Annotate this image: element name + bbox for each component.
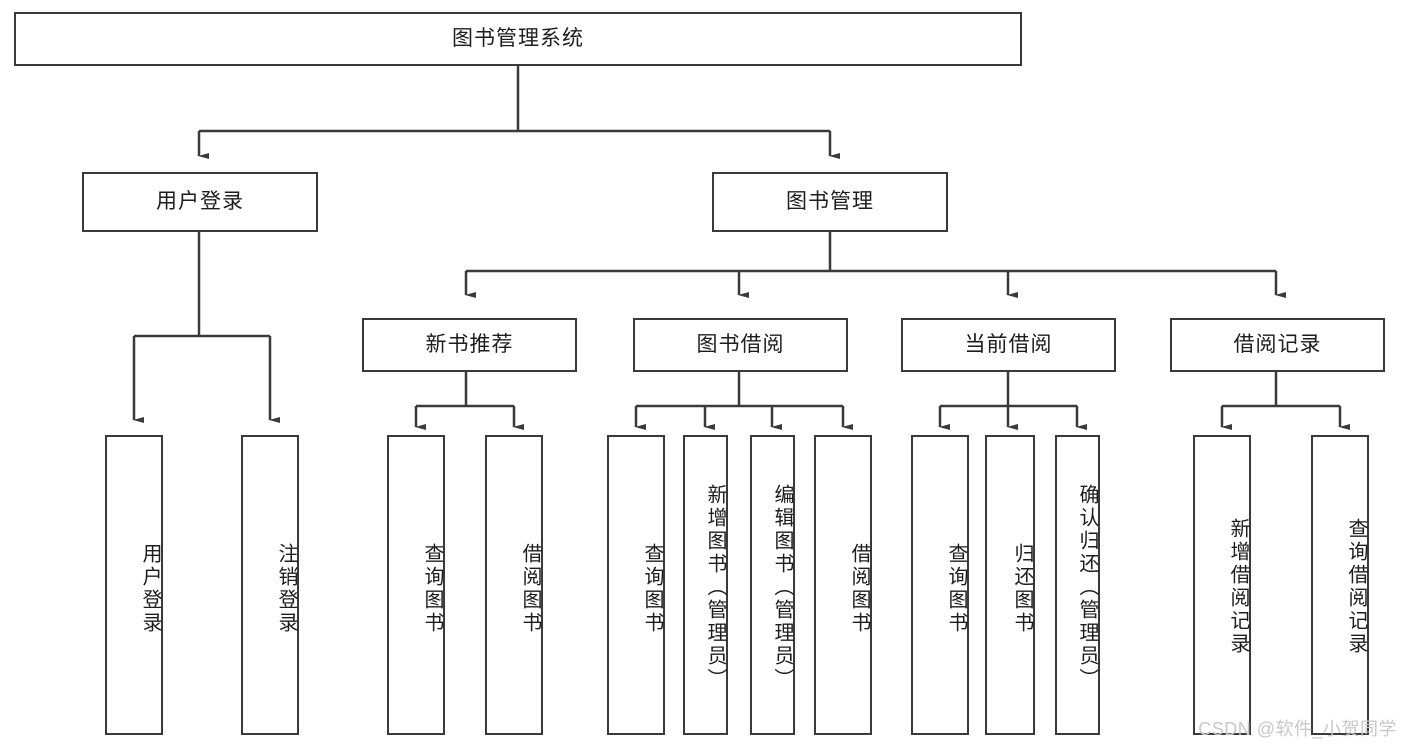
leaf-borrow-record-add[interactable]: 新增借阅记录 <box>1193 435 1251 735</box>
node-label: 查询图书 <box>421 543 443 635</box>
node-current-borrow[interactable]: 当前借阅 <box>901 318 1116 372</box>
node-label: 当前借阅 <box>964 333 1053 357</box>
node-label: 借阅记录 <box>1233 333 1322 357</box>
node-label: 注销登录 <box>275 543 297 635</box>
node-label: 归还图书 <box>1011 543 1033 635</box>
node-label: 用户登录 <box>156 190 244 214</box>
node-new-book-recommend[interactable]: 新书推荐 <box>362 318 577 372</box>
node-book-management[interactable]: 图书管理 <box>712 172 948 232</box>
node-label: 查询借阅记录 <box>1345 518 1367 656</box>
node-label: 新增图书（管理员） <box>704 483 726 691</box>
csdn-watermark: CSDN @软件_小贺同学 <box>1198 719 1397 739</box>
node-borrow-record[interactable]: 借阅记录 <box>1170 318 1385 372</box>
node-root-book-management-system[interactable]: 图书管理系统 <box>14 12 1022 66</box>
leaf-current-borrow-return[interactable]: 归还图书 <box>985 435 1035 735</box>
leaf-book-borrow-query[interactable]: 查询图书 <box>607 435 665 735</box>
leaf-borrow-record-query[interactable]: 查询借阅记录 <box>1311 435 1369 735</box>
node-user-login[interactable]: 用户登录 <box>82 172 318 232</box>
node-label: 借阅图书 <box>519 543 541 635</box>
leaf-current-borrow-confirm-admin[interactable]: 确认归还（管理员） <box>1055 435 1100 735</box>
node-label: 图书借阅 <box>696 333 785 357</box>
node-label: 查询图书 <box>945 543 967 635</box>
node-label: 图书管理 <box>786 190 874 214</box>
leaf-book-borrow-borrow[interactable]: 借阅图书 <box>814 435 872 735</box>
leaf-book-borrow-add-admin[interactable]: 新增图书（管理员） <box>683 435 728 735</box>
leaf-new-book-query[interactable]: 查询图书 <box>387 435 445 735</box>
node-label: 新增借阅记录 <box>1227 518 1249 656</box>
node-label: 新书推荐 <box>425 333 514 357</box>
leaf-user-login-logout[interactable]: 注销登录 <box>241 435 299 735</box>
leaf-new-book-borrow[interactable]: 借阅图书 <box>485 435 543 735</box>
node-label: 用户登录 <box>139 543 161 635</box>
node-label: 编辑图书（管理员） <box>771 483 793 691</box>
leaf-book-borrow-edit-admin[interactable]: 编辑图书（管理员） <box>750 435 795 735</box>
node-label: 图书管理系统 <box>452 27 584 51</box>
node-label: 借阅图书 <box>848 543 870 635</box>
node-label: 确认归还（管理员） <box>1076 483 1098 691</box>
leaf-user-login-login[interactable]: 用户登录 <box>105 435 163 735</box>
leaf-current-borrow-query[interactable]: 查询图书 <box>911 435 969 735</box>
node-label: 查询图书 <box>641 543 663 635</box>
node-book-borrow[interactable]: 图书借阅 <box>633 318 848 372</box>
